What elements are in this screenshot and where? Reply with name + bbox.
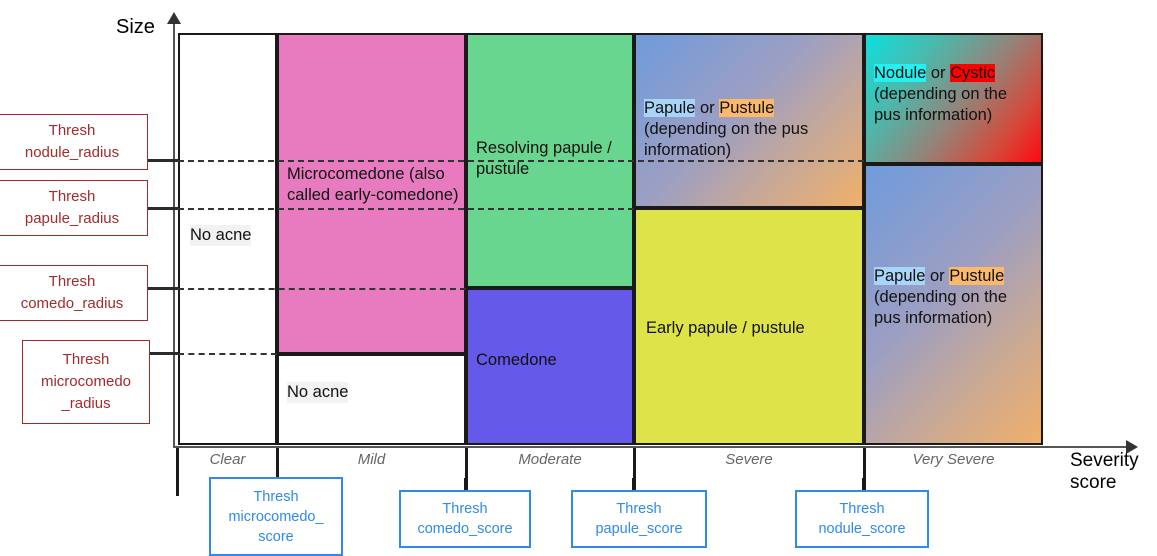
threshold-connector-papule-score [632, 478, 635, 492]
threshold-nodule-radius-line1: Thresh [48, 122, 96, 139]
vsevere-nodule-note-line1: (depending on the [874, 85, 1008, 103]
threshold-comedo-radius-line1: Thresh [48, 273, 96, 290]
cell-mild-microcomedone: Microcomedone (also called early-comedon… [277, 33, 466, 354]
vsevere-nodule-note-line2: pus information) [874, 106, 993, 124]
threshold-connector-papule-radius [148, 207, 178, 210]
threshold-connector-comedo-radius [148, 287, 178, 290]
threshold-connector-comedo-score [464, 478, 467, 492]
threshold-microcomedo-score-line1: Thresh [253, 488, 299, 505]
vsevere-papule-note-line2: pus information) [874, 309, 993, 327]
x-axis-line [173, 446, 1128, 448]
x-tick-mark-0 [176, 448, 179, 496]
threshold-box-comedo-score[interactable]: Thresh comedo_score [399, 490, 531, 548]
threshold-line-microcomedo-radius [178, 353, 277, 355]
cell-moderate-resolving-label: Resolving papule / pustule [476, 139, 612, 178]
x-tick-label-mild: Mild [357, 451, 386, 468]
threshold-comedo-score-line2: comedo_score [417, 521, 513, 537]
x-tick-mark-4 [863, 448, 866, 496]
cell-mild-microcomedone-label: Microcomedone (also called early-comedon… [287, 165, 459, 204]
severe-note-line1: (depending on the pus [644, 120, 809, 138]
vsevere-nodule-word: Nodule [874, 64, 927, 82]
threshold-connector-microcomedo-radius [150, 352, 178, 355]
vsevere-cystic-word: Cystic [950, 64, 996, 82]
threshold-box-nodule-score[interactable]: Thresh nodule_score [795, 490, 929, 548]
threshold-connector-nodule-score [862, 478, 865, 492]
threshold-microcomedo-radius-line3: _radius [61, 395, 111, 412]
x-axis-title-line1: Severity [1070, 450, 1139, 471]
threshold-nodule-radius-line2: nodule_radius [24, 144, 120, 161]
severe-pustule-word: Pustule [719, 99, 775, 117]
vsevere-papule-note-line1: (depending on the [874, 288, 1008, 306]
threshold-papule-score-line2: papule_score [595, 521, 683, 537]
cell-moderate-comedone-label: Comedone [476, 351, 557, 369]
threshold-comedo-radius-line2: comedo_radius [20, 295, 124, 312]
x-tick-mark-2 [465, 448, 468, 496]
threshold-comedo-score-line1: Thresh [442, 501, 488, 517]
threshold-microcomedo-score-line3: score [258, 528, 294, 545]
threshold-line-papule-radius [178, 208, 634, 210]
x-axis-title: Severity score [1070, 450, 1157, 494]
threshold-microcomedo-radius-line2: microcomedo [40, 373, 132, 390]
y-axis-line [173, 22, 175, 447]
x-tick-label-clear: Clear [209, 451, 246, 468]
vsevere-papule-word: Papule [874, 267, 926, 285]
threshold-box-papule-radius[interactable]: Thresh papule_radius [0, 180, 148, 236]
cell-very-severe-papule-pustule-label: Papule or Pustule (depending on the pus … [874, 266, 1041, 329]
severe-papule-word: Papule [644, 99, 696, 117]
cell-very-severe-papule-pustule: Papule or Pustule (depending on the pus … [864, 164, 1043, 445]
cell-mild-no-acne: No acne [277, 354, 466, 445]
vsevere-pustule-word: Pustule [949, 267, 1005, 285]
threshold-microcomedo-score-line2: microcomedo_ [228, 508, 324, 525]
y-axis-title: Size [116, 16, 155, 38]
severe-note-line2: information) [644, 141, 732, 159]
cell-very-severe-nodule-cystic-label: Nodule or Cystic (depending on the pus i… [874, 63, 1039, 126]
threshold-nodule-score-line2: nodule_score [818, 521, 906, 537]
severe-conjunction: or [695, 99, 720, 117]
cell-clear-no-acne: No acne [178, 33, 277, 445]
cell-severe-papule-pustule-label: Papule or Pustule (depending on the pus … [644, 98, 860, 161]
cell-very-severe-nodule-cystic: Nodule or Cystic (depending on the pus i… [864, 33, 1043, 164]
threshold-papule-radius-line1: Thresh [48, 188, 96, 205]
x-tick-label-very-severe: Very Severe [912, 451, 995, 468]
threshold-box-nodule-radius[interactable]: Thresh nodule_radius [0, 114, 148, 170]
x-tick-label-moderate: Moderate [518, 451, 582, 468]
threshold-box-microcomedo-radius[interactable]: Thresh microcomedo _radius [22, 340, 150, 424]
threshold-box-papule-score[interactable]: Thresh papule_score [571, 490, 707, 548]
threshold-nodule-score-line1: Thresh [839, 501, 885, 517]
threshold-box-microcomedo-score[interactable]: Thresh microcomedo_ score [209, 477, 343, 556]
x-tick-mark-1 [276, 448, 279, 496]
y-axis-arrow-icon [167, 12, 181, 24]
cell-moderate-comedone: Comedone [466, 288, 634, 445]
cell-severe-early-papule-pustule: Early papule / pustule [634, 208, 864, 445]
threshold-papule-radius-line2: papule_radius [24, 210, 120, 227]
vsevere-papule-conjunction: or [925, 267, 950, 285]
threshold-papule-score-line1: Thresh [616, 501, 662, 517]
threshold-box-comedo-radius[interactable]: Thresh comedo_radius [0, 265, 148, 321]
threshold-line-nodule-radius [178, 160, 864, 162]
threshold-connector-nodule-radius [148, 159, 178, 162]
cell-severe-papule-pustule: Papule or Pustule (depending on the pus … [634, 33, 864, 208]
vsevere-nodule-conjunction: or [926, 64, 951, 82]
threshold-line-comedo-radius [178, 288, 466, 290]
x-axis-title-line2: score [1070, 472, 1117, 493]
cell-severe-early-label: Early papule / pustule [646, 319, 805, 337]
cell-clear-no-acne-label: No acne [190, 225, 252, 246]
cell-mild-no-acne-label: No acne [287, 382, 349, 403]
x-axis-arrow-icon [1126, 440, 1138, 454]
x-tick-label-severe: Severe [725, 451, 773, 468]
threshold-microcomedo-radius-line1: Thresh [62, 351, 110, 368]
x-tick-mark-3 [633, 448, 636, 496]
